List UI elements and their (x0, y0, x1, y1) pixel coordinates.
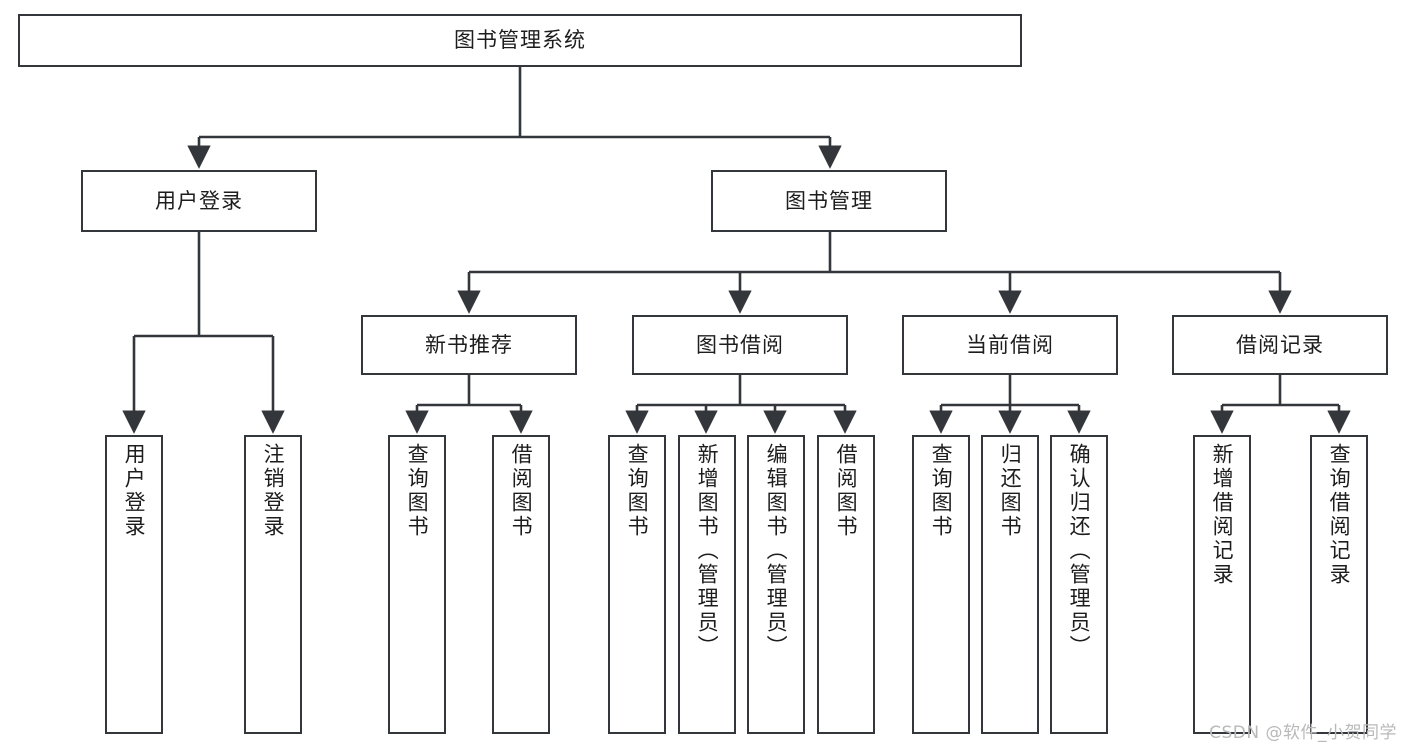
node-label: 新增借阅记录 (1210, 443, 1235, 587)
node-label: 查询图书 (929, 443, 954, 539)
node-book-borrow[interactable]: 图书借阅 (632, 315, 848, 375)
node-label: 查询借阅记录 (1327, 443, 1352, 587)
node-label: 确认归还（管理员） (1067, 443, 1092, 659)
node-label: 注销登录 (261, 443, 286, 539)
leaf-borrow-edit-book-admin[interactable]: 编辑图书（管理员） (747, 435, 805, 734)
node-book-management[interactable]: 图书管理 (711, 170, 947, 232)
node-label: 借阅记录 (1236, 332, 1324, 357)
node-user-login[interactable]: 用户登录 (81, 170, 317, 232)
node-label: 查询图书 (625, 443, 650, 539)
node-label: 编辑图书（管理员） (764, 443, 789, 659)
leaf-current-confirm-return-admin[interactable]: 确认归还（管理员） (1050, 435, 1108, 734)
leaf-current-return-book[interactable]: 归还图书 (981, 435, 1039, 734)
leaf-new-book-borrow[interactable]: 借阅图书 (492, 435, 550, 734)
node-new-book-recommend[interactable]: 新书推荐 (361, 315, 577, 375)
node-root-system[interactable]: 图书管理系统 (18, 14, 1022, 67)
node-label: 当前借阅 (966, 332, 1054, 357)
leaf-current-query-book[interactable]: 查询图书 (912, 435, 970, 734)
node-label: 用户登录 (122, 443, 147, 539)
node-label: 借阅图书 (834, 443, 859, 539)
leaf-user-login-logout[interactable]: 注销登录 (244, 435, 302, 734)
node-label: 查询图书 (405, 443, 430, 539)
node-label: 图书管理 (785, 188, 873, 213)
node-current-borrow[interactable]: 当前借阅 (902, 315, 1118, 375)
leaf-borrow-query-book[interactable]: 查询图书 (608, 435, 666, 734)
leaf-borrow-borrow-book[interactable]: 借阅图书 (817, 435, 875, 734)
leaf-user-login-login[interactable]: 用户登录 (105, 435, 163, 734)
leaf-record-add-record[interactable]: 新增借阅记录 (1193, 435, 1251, 734)
leaf-record-query-record[interactable]: 查询借阅记录 (1310, 435, 1368, 734)
node-label: 图书管理系统 (454, 28, 586, 53)
node-label: 借阅图书 (509, 443, 534, 539)
node-label: 新书推荐 (425, 332, 513, 357)
leaf-borrow-add-book-admin[interactable]: 新增图书（管理员） (678, 435, 736, 734)
watermark-text: CSDN @软件_小贺同学 (1209, 723, 1397, 743)
node-label: 图书借阅 (696, 332, 784, 357)
leaf-new-book-query[interactable]: 查询图书 (388, 435, 446, 734)
node-label: 新增图书（管理员） (695, 443, 720, 659)
node-borrow-record[interactable]: 借阅记录 (1172, 315, 1388, 375)
node-label: 归还图书 (998, 443, 1023, 539)
node-label: 用户登录 (155, 188, 243, 213)
